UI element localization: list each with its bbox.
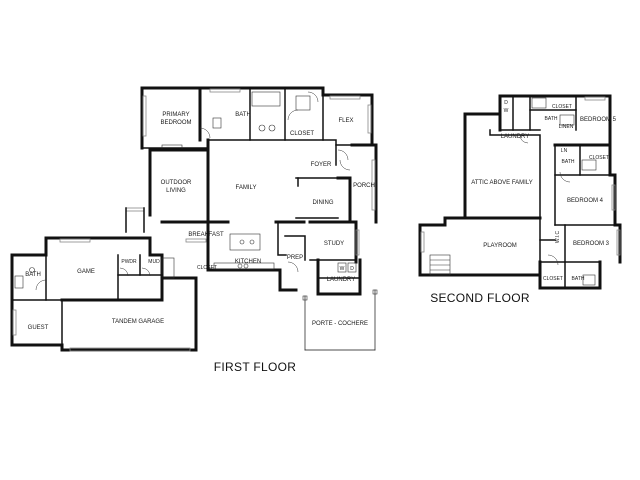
room-label-bath: BATH (235, 112, 251, 118)
room-label-closet-top: CLOSET (552, 104, 572, 110)
game-wing-walls (10, 236, 164, 347)
room-label-linen: LINEN (559, 124, 574, 130)
room-label-bedroom-4: BEDROOM 4 (567, 198, 604, 204)
second-floor-title: SECOND FLOOR (430, 291, 530, 305)
room-label-closet-mid: CLOSET (589, 155, 609, 161)
garage-walls (60, 276, 198, 352)
room-label-bedroom-5: BEDROOM 5 (580, 117, 617, 123)
room-label-dryer: D (350, 266, 354, 272)
room-label-wic: W.I.C (555, 231, 561, 244)
room-label-linen-mid: LN (561, 148, 568, 154)
room-label-prep: PREP (287, 255, 303, 261)
room-label-bedroom: BEDROOM (160, 120, 191, 126)
room-label-game: GAME (77, 269, 95, 275)
room-label-dining: DINING (313, 200, 334, 206)
room-label-study: STUDY (324, 241, 344, 247)
room-label-closet-bottom: CLOSET (543, 276, 563, 282)
room-label-porte-cochere: PORTE - COCHERE (312, 321, 368, 327)
room-label-guest: GUEST (28, 325, 49, 331)
room-label-tandem-garage: TANDEM GARAGE (112, 319, 164, 325)
room-label-dryer-2: D (504, 100, 508, 106)
room-label-closet: CLOSET (290, 131, 314, 137)
room-label-porch: PORCH (353, 183, 375, 189)
room-label-washer-2: W (504, 108, 509, 114)
room-label-foyer: FOYER (311, 162, 332, 168)
first-floor-plan: PRIMARY BEDROOM BATH CLOSET FLEX FOYER O… (10, 86, 378, 374)
room-label-breakfast: BREAKFAST (188, 232, 224, 238)
porte-cochere-walls (302, 289, 378, 351)
room-label-family: FAMILY (236, 185, 257, 191)
second-floor-plan: D W CLOSET BATH LINEN BEDROOM 5 LAUNDRY … (418, 94, 622, 305)
room-label-living: LIVING (166, 188, 186, 194)
second-floor-labels: D W CLOSET BATH LINEN BEDROOM 5 LAUNDRY … (471, 100, 616, 282)
central-walls (125, 138, 378, 273)
room-label-laundry: LAUNDRY (327, 277, 356, 283)
room-label-bath-mid: BATH (562, 159, 575, 165)
room-label-bath-bottom: BATH (572, 276, 585, 282)
room-label-guest-bath: BATH (25, 272, 41, 278)
room-label-bedroom-3: BEDROOM 3 (573, 241, 610, 247)
second-floor-walls (418, 94, 622, 290)
room-label-washer: W (340, 266, 345, 272)
room-label-kitchen-closet: CLOSET (197, 265, 217, 271)
room-label-flex: FLEX (338, 118, 353, 124)
room-label-attic: ATTIC ABOVE FAMILY (471, 180, 532, 186)
room-label-kitchen: KITCHEN (235, 259, 261, 265)
room-label-mud: MUD (148, 259, 160, 265)
room-label-outdoor: OUTDOOR (161, 180, 192, 186)
room-label-playroom: PLAYROOM (483, 243, 517, 249)
first-floor-title: FIRST FLOOR (214, 360, 296, 374)
room-label-laundry-2: LAUNDRY (501, 134, 530, 140)
room-label-primary: PRIMARY (162, 112, 189, 118)
first-floor-labels: PRIMARY BEDROOM BATH CLOSET FLEX FOYER O… (25, 112, 375, 331)
room-label-pwdr: PWDR (121, 259, 137, 265)
room-label-bath-top: BATH (545, 116, 558, 122)
primary-wing-walls (140, 86, 374, 150)
